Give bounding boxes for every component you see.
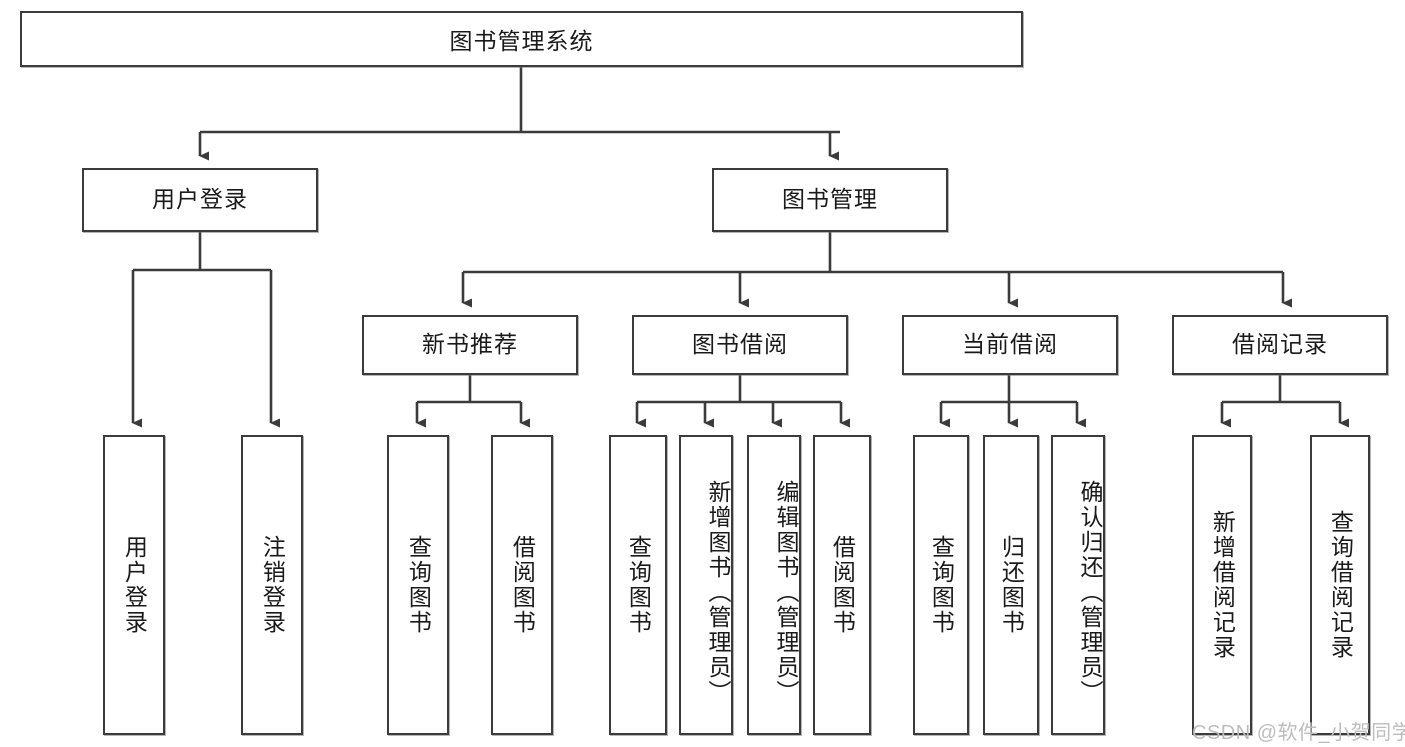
node-current-borrow-label: 当前借阅 [962,331,1058,358]
node-leaf-label: 编辑图书（管理员） [773,479,799,705]
node-leaf-query-borrow-record[interactable]: 查询借阅记录 [1310,435,1370,735]
node-leaf-label: 查询图书 [928,535,955,635]
node-leaf-label: 查询图书 [405,535,432,635]
node-leaf-label: 借阅图书 [509,535,536,635]
node-leaf-borrow-book[interactable]: 借阅图书 [813,435,871,735]
node-leaf-label: 新增借阅记录 [1209,510,1236,660]
node-leaf-edit-book-admin[interactable]: 编辑图书（管理员） [747,435,801,735]
node-root-label: 图书管理系统 [449,28,594,54]
node-leaf-return-book[interactable]: 归还图书 [983,435,1039,735]
node-leaf-user-login[interactable]: 用户登录 [103,435,165,735]
node-leaf-label: 注销登录 [259,535,286,635]
node-leaf-query-book-new[interactable]: 查询图书 [387,435,449,735]
node-leaf-add-book-admin[interactable]: 新增图书（管理员） [679,435,733,735]
node-user-login[interactable]: 用户登录 [82,168,318,232]
node-leaf-borrow-book-new[interactable]: 借阅图书 [491,435,553,735]
node-leaf-confirm-return-admin[interactable]: 确认归还（管理员） [1051,435,1105,735]
node-leaf-logout[interactable]: 注销登录 [241,435,303,735]
node-leaf-label: 查询图书 [625,535,652,635]
node-current-borrow[interactable]: 当前借阅 [902,315,1118,375]
node-leaf-add-borrow-record[interactable]: 新增借阅记录 [1192,435,1252,735]
node-borrow-record[interactable]: 借阅记录 [1172,315,1388,375]
node-new-book-recommend[interactable]: 新书推荐 [362,315,578,375]
node-leaf-label: 用户登录 [121,535,148,635]
node-book-borrow[interactable]: 图书借阅 [632,315,848,375]
csdn-watermark: CSDN @软件_小贺同学 [1192,722,1405,744]
node-leaf-query-book-current[interactable]: 查询图书 [913,435,969,735]
node-leaf-label: 查询借阅记录 [1327,510,1354,660]
node-user-login-label: 用户登录 [152,186,248,213]
node-leaf-label: 确认归还（管理员） [1077,479,1103,705]
node-borrow-record-label: 借阅记录 [1232,331,1328,358]
node-book-management-label: 图书管理 [782,186,878,213]
node-new-book-recommend-label: 新书推荐 [422,331,518,358]
node-book-borrow-label: 图书借阅 [692,331,788,358]
node-book-management[interactable]: 图书管理 [712,168,948,232]
node-root-book-management-system[interactable]: 图书管理系统 [20,11,1023,67]
node-leaf-label: 借阅图书 [829,535,856,635]
node-leaf-query-book-borrow[interactable]: 查询图书 [609,435,667,735]
node-leaf-label: 归还图书 [998,535,1025,635]
node-leaf-label: 新增图书（管理员） [705,479,731,705]
